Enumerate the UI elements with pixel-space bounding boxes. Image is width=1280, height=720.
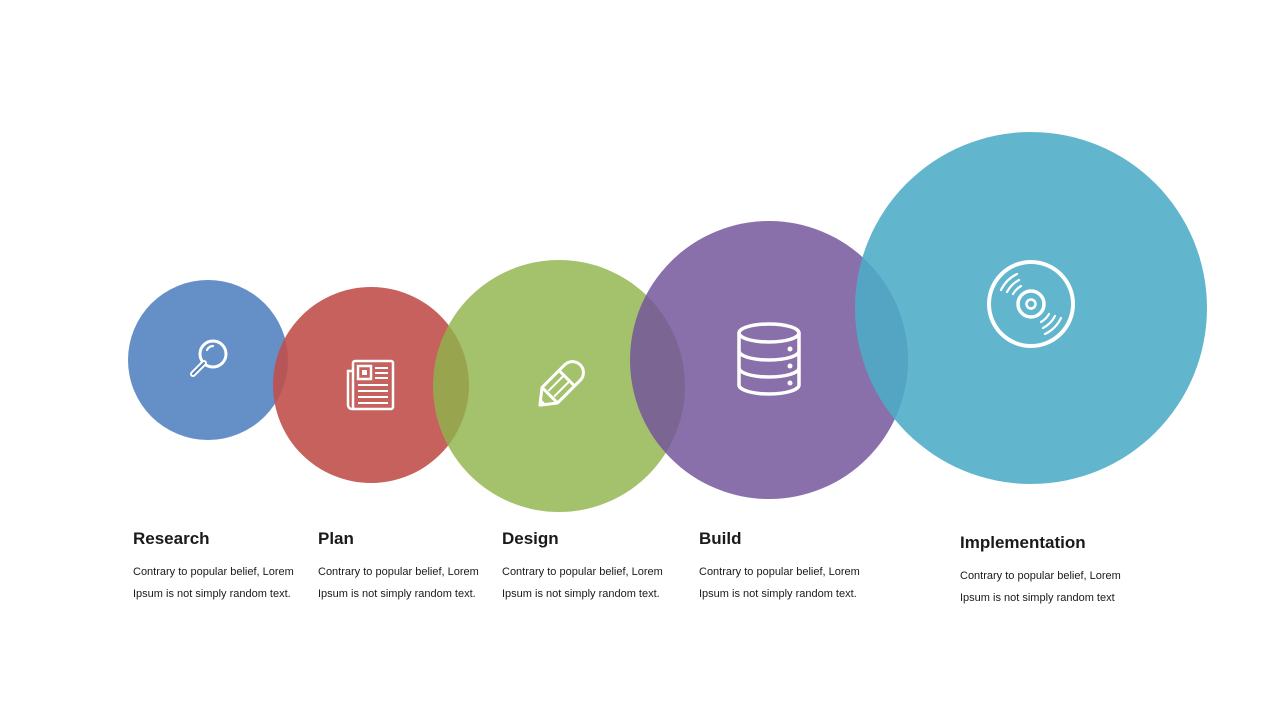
step-description-plan: Contrary to popular belief, Lorem Ipsum … — [318, 561, 498, 605]
step-title-implementation: Implementation — [960, 533, 1086, 552]
database-icon — [737, 322, 801, 396]
step-title-design: Design — [502, 529, 559, 548]
disc-icon — [987, 260, 1075, 348]
step-title-research: Research — [133, 529, 210, 548]
description-line: Contrary to popular belief, Lorem — [699, 566, 860, 578]
step-title-plan: Plan — [318, 529, 354, 548]
circle-research — [128, 280, 288, 440]
description-line: Ipsum is not simply random text — [960, 592, 1115, 604]
description-line: Contrary to popular belief, Lorem — [960, 570, 1121, 582]
newspaper-icon — [346, 359, 395, 411]
pencil-icon — [538, 360, 585, 407]
step-description-implementation: Contrary to popular belief, Lorem Ipsum … — [960, 565, 1140, 609]
magnifier-icon — [190, 339, 228, 377]
description-line: Ipsum is not simply random text. — [318, 588, 476, 600]
step-description-build: Contrary to popular belief, Lorem Ipsum … — [699, 561, 879, 605]
circle-implementation — [855, 132, 1207, 484]
description-line: Contrary to popular belief, Lorem — [318, 566, 479, 578]
step-description-design: Contrary to popular belief, Lorem Ipsum … — [502, 561, 682, 605]
description-line: Contrary to popular belief, Lorem — [133, 566, 294, 578]
description-line: Ipsum is not simply random text. — [133, 588, 291, 600]
description-line: Ipsum is not simply random text. — [699, 588, 857, 600]
description-line: Contrary to popular belief, Lorem — [502, 566, 663, 578]
description-line: Ipsum is not simply random text. — [502, 588, 660, 600]
step-description-research: Contrary to popular belief, Lorem Ipsum … — [133, 561, 313, 605]
step-title-build: Build — [699, 529, 742, 548]
